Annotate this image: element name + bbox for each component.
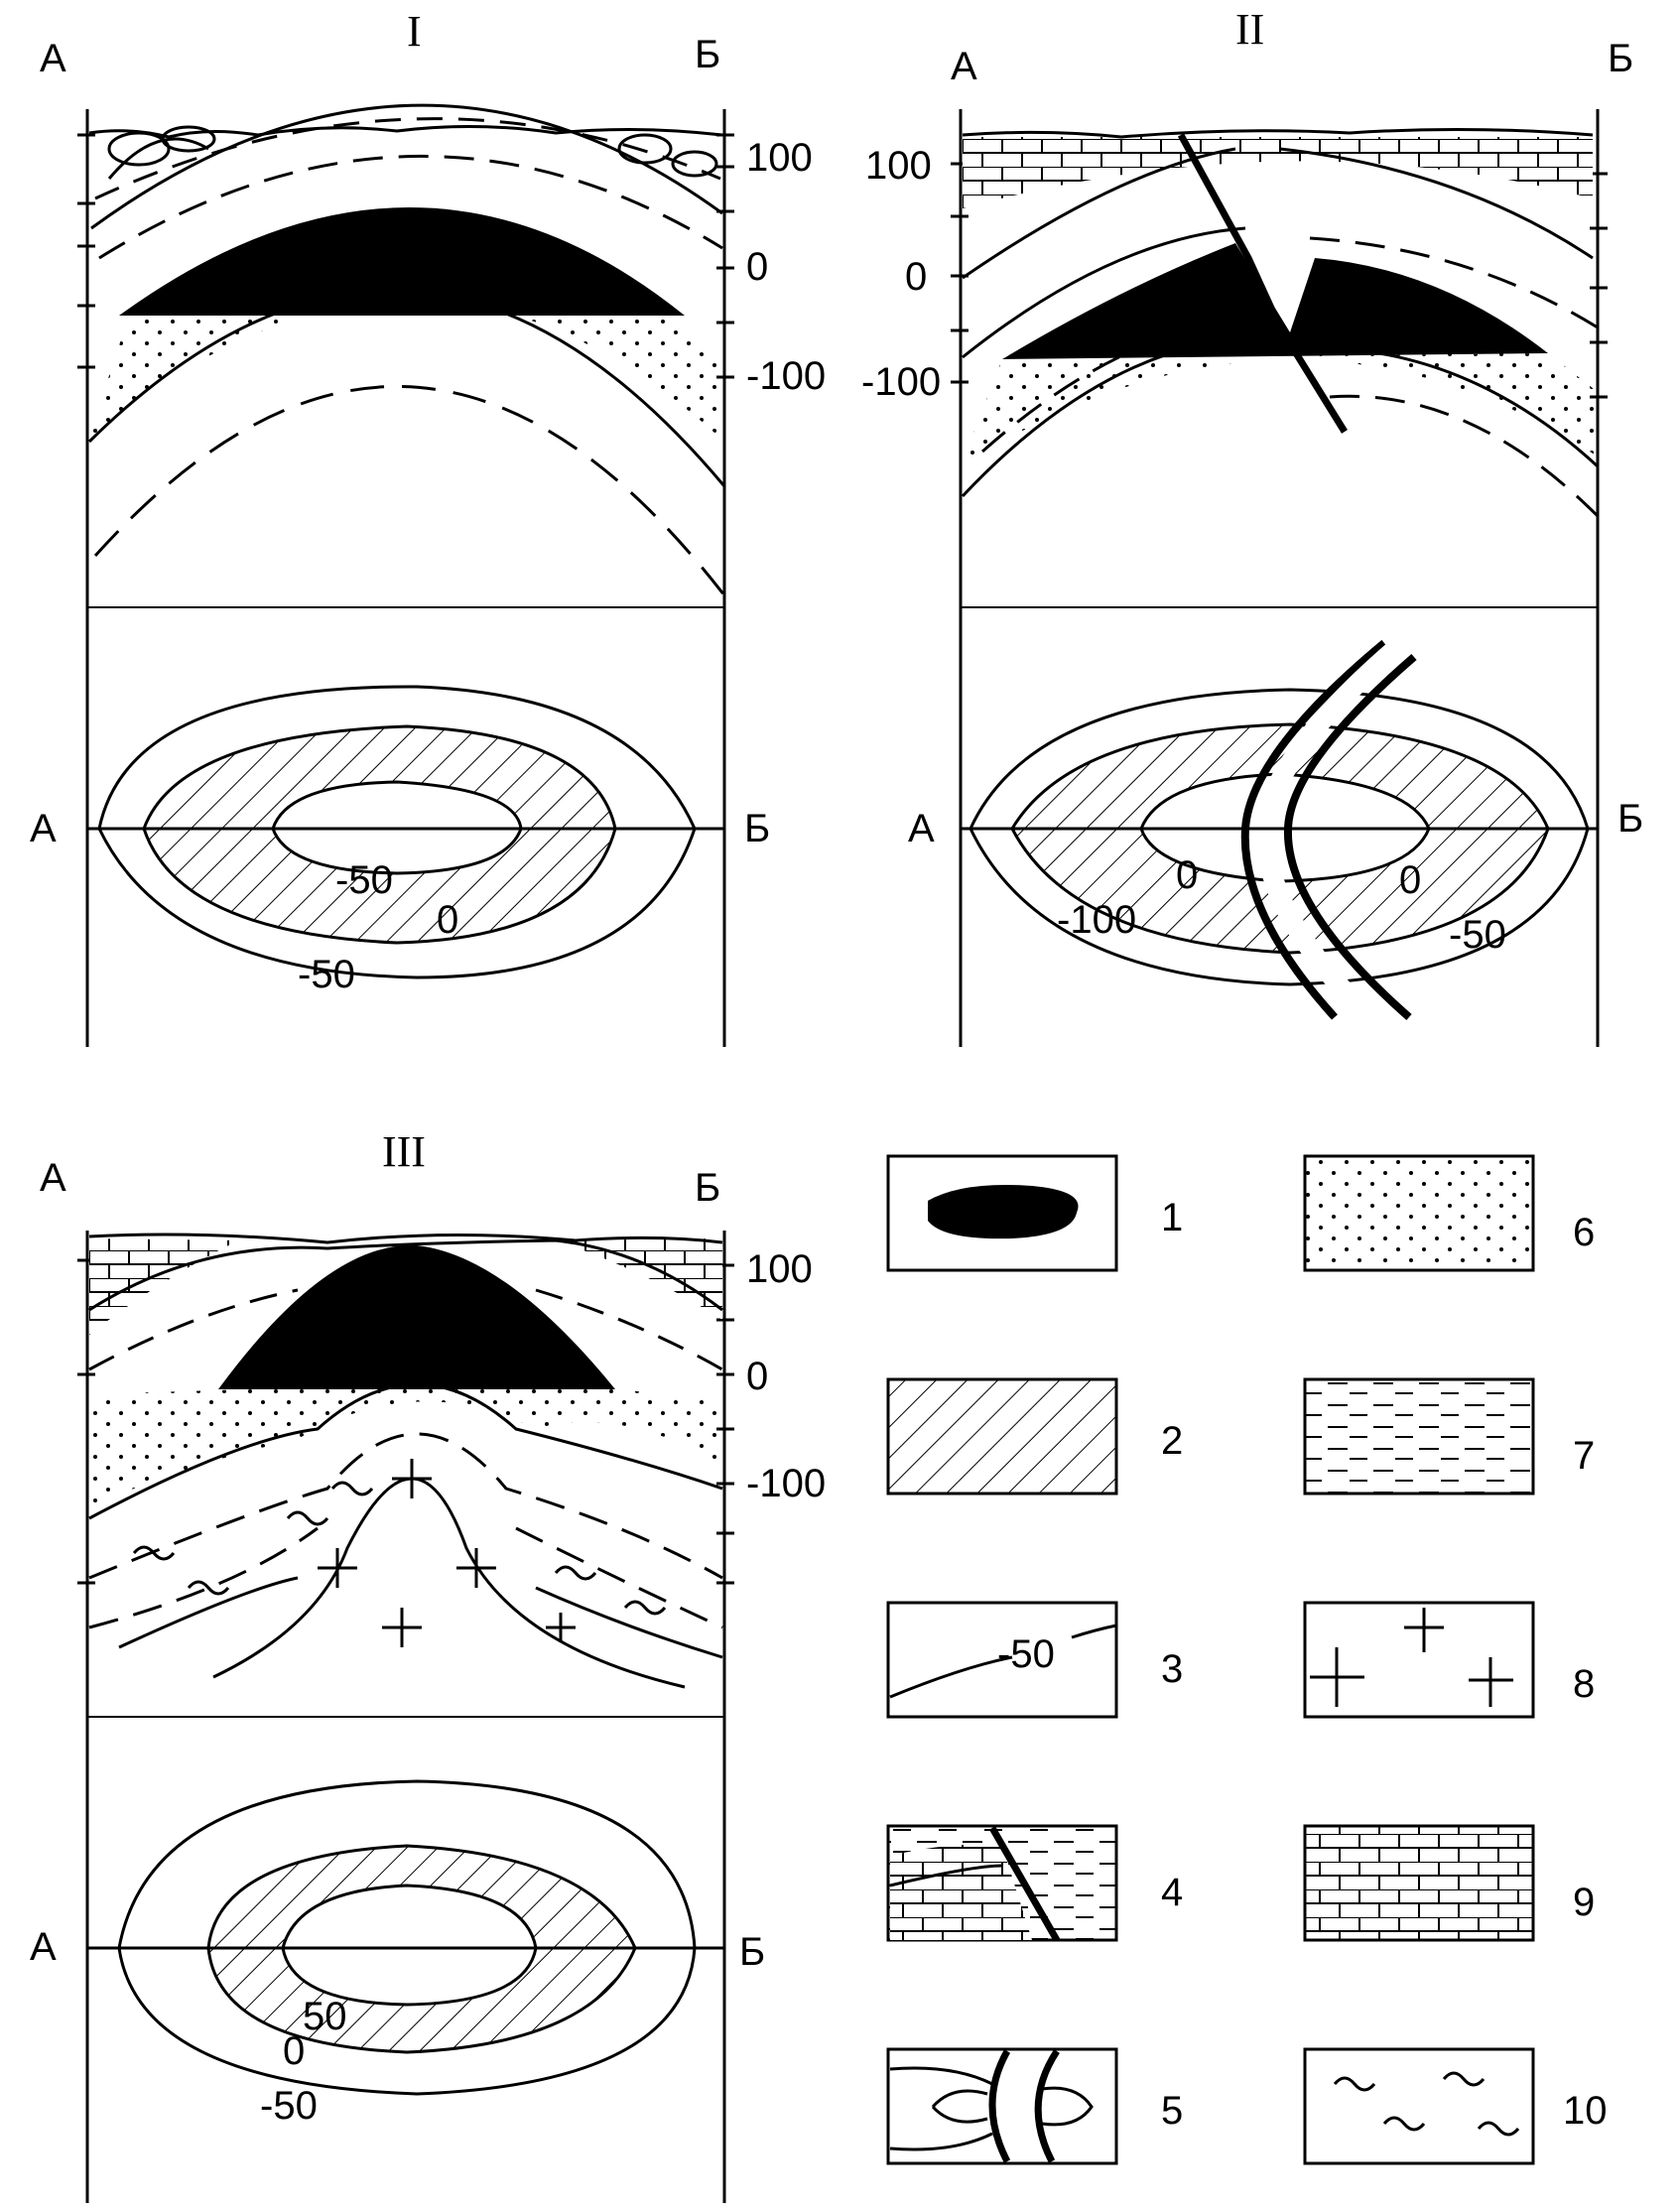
panel-III-scale-100: 100 xyxy=(746,1247,813,1291)
panel-I-contour-1: -50 xyxy=(335,858,393,902)
panel-III-scale: 100 0 -100 xyxy=(746,1247,826,1505)
legend-item-9: 9 xyxy=(1303,1824,1595,1942)
panel-III-map-left: А xyxy=(30,1925,57,1969)
legend-item-7: 7 xyxy=(1303,1377,1595,1496)
panel-II-contour-3: -100 xyxy=(1057,898,1136,942)
legend-item-8: 8 xyxy=(1303,1601,1595,1719)
legend-item-3: -50 3 xyxy=(886,1601,1183,1719)
legend: 1 2 -50 3 4 xyxy=(886,1154,1608,2165)
panel-II-map: А Б 0 0 -100 -50 xyxy=(908,639,1643,1025)
panel-III-section xyxy=(77,1231,734,2203)
panel-II-contour-4: -50 xyxy=(1449,913,1506,957)
panel-I: I А Б xyxy=(30,7,826,1047)
legend-item-6: 6 xyxy=(1303,1154,1595,1272)
panel-II-map-right: Б xyxy=(1617,797,1643,841)
legend-num-9: 9 xyxy=(1573,1881,1595,1924)
panel-II-contour-2: 0 xyxy=(1399,858,1421,902)
panel-I-map-left: А xyxy=(30,807,57,850)
oil-deposit-I xyxy=(119,207,685,316)
panel-III: III А Б xyxy=(30,1127,826,2203)
panel-III-contour-1: 50 xyxy=(303,1995,347,2038)
panel-III-map-right: Б xyxy=(739,1930,765,1974)
oil-deposit-III xyxy=(218,1244,615,1389)
panel-II-label-right: Б xyxy=(1608,37,1633,80)
panel-III-scale-minus100: -100 xyxy=(746,1462,826,1505)
legend-num-3: 3 xyxy=(1161,1647,1183,1691)
legend-num-10: 10 xyxy=(1563,2089,1608,2133)
panel-I-scale-minus100: -100 xyxy=(746,354,826,398)
legend-item-2: 2 xyxy=(886,1377,1183,1496)
legend-num-8: 8 xyxy=(1573,1662,1595,1706)
panel-I-label-left: А xyxy=(40,37,66,80)
panel-I-label-right: Б xyxy=(695,33,720,76)
panel-I-map-right: Б xyxy=(744,807,770,850)
panel-II: II А Б xyxy=(861,5,1643,1047)
panel-III-scale-0: 0 xyxy=(746,1355,768,1398)
legend-num-1: 1 xyxy=(1161,1196,1183,1239)
panel-III-contour-3: -50 xyxy=(260,2084,318,2128)
panel-II-contour-1: 0 xyxy=(1176,853,1198,897)
panel-II-label-left: А xyxy=(951,45,977,88)
panel-III-label-right: Б xyxy=(695,1166,720,1210)
panel-II-section xyxy=(951,109,1608,1047)
legend-num-6: 6 xyxy=(1573,1211,1595,1254)
legend-num-7: 7 xyxy=(1573,1434,1595,1478)
panel-II-map-left: А xyxy=(908,807,935,850)
panel-III-roman: III xyxy=(382,1127,426,1176)
oil-deposit-II xyxy=(1002,243,1548,359)
legend-num-2: 2 xyxy=(1161,1419,1183,1463)
legend-item-1: 1 xyxy=(886,1154,1183,1272)
panel-III-map: А Б 50 0 -50 xyxy=(30,1779,765,2128)
panel-III-contour-2: 0 xyxy=(283,2029,305,2073)
legend-contour-sample: -50 xyxy=(997,1632,1055,1676)
panel-II-scale: 100 0 -100 xyxy=(861,144,941,404)
legend-num-5: 5 xyxy=(1161,2089,1183,2133)
fault-II xyxy=(1177,133,1348,434)
legend-item-10: 10 xyxy=(1303,2047,1608,2165)
panel-I-contour-3: -50 xyxy=(298,953,355,996)
legend-item-4: 4 xyxy=(886,1824,1183,1942)
panel-III-label-left: А xyxy=(40,1156,66,1200)
legend-num-4: 4 xyxy=(1161,1871,1183,1914)
panel-I-scale-0: 0 xyxy=(746,245,768,289)
panel-II-roman: II xyxy=(1235,5,1264,54)
panel-I-scale-100: 100 xyxy=(746,136,813,180)
panel-I-scale: 100 0 -100 xyxy=(746,136,826,398)
panel-I-section xyxy=(77,103,734,1047)
panel-I-roman: I xyxy=(407,7,422,56)
legend-item-5: 5 xyxy=(886,2047,1183,2165)
panel-II-scale-minus100: -100 xyxy=(861,360,941,404)
panel-I-contour-2: 0 xyxy=(437,898,458,942)
panel-II-scale-100: 100 xyxy=(865,144,932,188)
panel-I-map: А Б -50 0 -50 xyxy=(30,685,770,996)
panel-II-scale-0: 0 xyxy=(905,255,927,299)
